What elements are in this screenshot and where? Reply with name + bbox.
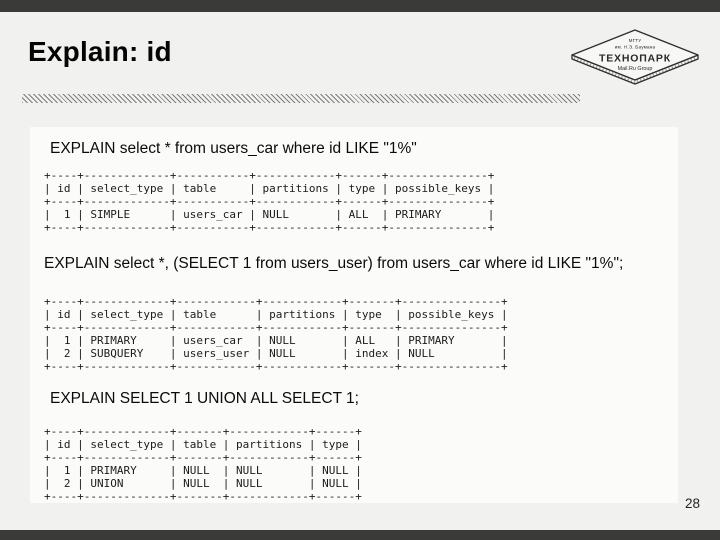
hatch-divider [22, 94, 580, 103]
slide-title: Explain: id [28, 36, 172, 67]
top-accent-bar [0, 0, 720, 12]
technopark-logo: МГТУ им. Н.Э. Баумана ТЕХНОПАРК Mail.Ru … [568, 27, 702, 87]
logo-diamond-face [571, 29, 699, 81]
logo-org-line2: им. Н.Э. Баумана [615, 45, 656, 50]
sql-query-2: EXPLAIN select *, (SELECT 1 from users_u… [44, 255, 624, 272]
logo-name: ТЕХНОПАРК [599, 53, 671, 65]
logo-subtitle: Mail.Ru Group [618, 66, 653, 72]
sql-query-3: EXPLAIN SELECT 1 UNION ALL SELECT 1; [50, 390, 359, 407]
explain-output-table-3: +----+-------------+-------+------------… [44, 425, 362, 503]
bottom-accent-bar [0, 530, 720, 540]
logo-org-line1: МГТУ [629, 38, 642, 43]
sql-query-1: EXPLAIN select * from users_car where id… [50, 140, 417, 157]
content-panel: EXPLAIN select * from users_car where id… [30, 127, 678, 503]
slide-number: 28 [684, 496, 700, 511]
explain-output-table-1: +----+-------------+-----------+--------… [44, 169, 495, 234]
explain-output-table-2: +----+-------------+------------+-------… [44, 295, 508, 373]
logo-diamond-icon: МГТУ им. Н.Э. Баумана ТЕХНОПАРК Mail.Ru … [571, 29, 699, 85]
logo-edge-texture [573, 56, 697, 84]
